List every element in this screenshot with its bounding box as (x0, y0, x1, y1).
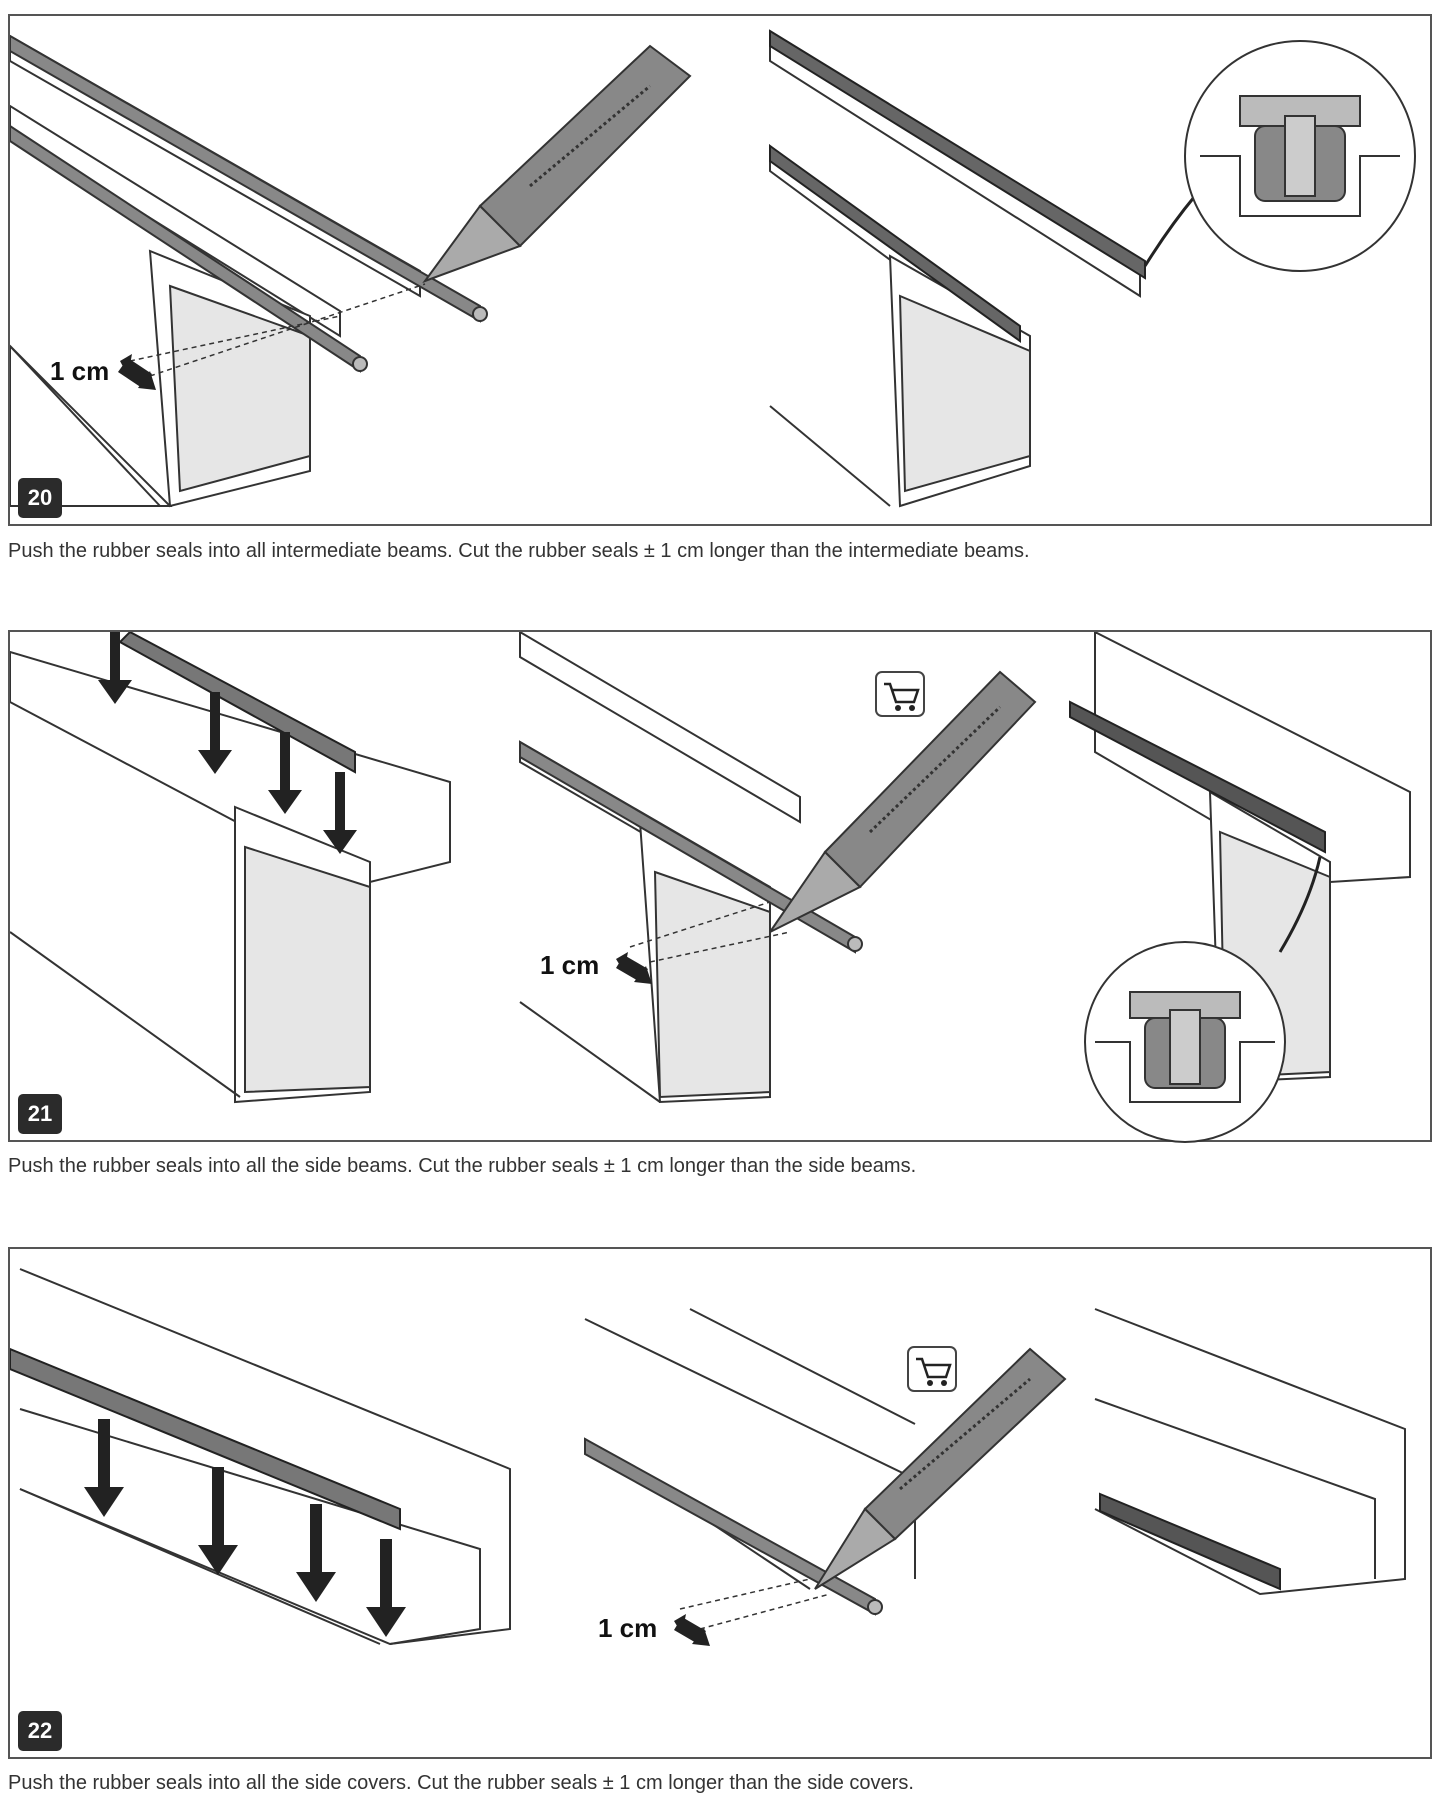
step-20-caption: Push the rubber seals into all intermedi… (8, 540, 1030, 562)
side-cover-right (1094, 1308, 1406, 1596)
seal-detail-circle (1184, 40, 1416, 272)
utility-knife-icon (422, 44, 692, 284)
seal-detail-circle (1084, 941, 1286, 1143)
step-number-badge: 22 (18, 1711, 62, 1751)
cut-guide-lines (629, 901, 791, 963)
utility-knife-icon (814, 1347, 1067, 1590)
push-down-arrow-icon (84, 1419, 406, 1637)
step-21-caption: Push the rubber seals into all the side … (8, 1155, 917, 1177)
rubber-seal-cover (10, 1347, 401, 1531)
measure-arrow-icon (616, 952, 652, 984)
step-20-panel: 1 cm 20 (8, 14, 1432, 526)
rubber-seal-installed (769, 29, 1146, 343)
rubber-seal-left (10, 34, 488, 373)
rubber-seal-middle (584, 1437, 883, 1616)
measure-label-20a: 1 cm (50, 356, 109, 386)
utility-knife-icon (769, 670, 1037, 933)
cut-guide-lines (679, 1578, 831, 1630)
rubber-seal-installed (1099, 1492, 1281, 1591)
rubber-seal-side (118, 632, 356, 774)
intermediate-beam-right (769, 34, 1141, 508)
rubber-seal-middle (519, 740, 863, 954)
measure-arrow-icon (118, 354, 156, 390)
side-beam-left (10, 650, 451, 1104)
rubber-seal-installed (1069, 700, 1326, 854)
cart-icon (875, 671, 925, 717)
step-22-illustration: 1 cm (10, 1268, 1406, 1646)
step-20-illustration: 1 cm (10, 29, 1416, 508)
side-cover-left (19, 1268, 511, 1646)
measure-label-22: 1 cm (598, 1613, 657, 1643)
measure-arrow-icon (674, 1614, 710, 1646)
step-21-illustration: 1 cm (10, 632, 1411, 1143)
step-number-badge: 21 (18, 1094, 62, 1134)
side-beam-middle (519, 632, 801, 1104)
step-number-badge: 20 (18, 478, 62, 518)
step-22-caption: Push the rubber seals into all the side … (8, 1772, 914, 1794)
step-21-panel: 1 cm 21 (8, 630, 1432, 1143)
measure-label-21: 1 cm (540, 950, 599, 980)
cart-icon (907, 1346, 957, 1392)
cut-guide-lines (129, 283, 426, 377)
push-down-arrow-icon (98, 632, 357, 854)
step-22-panel: 1 cm 22 (8, 1247, 1432, 1759)
